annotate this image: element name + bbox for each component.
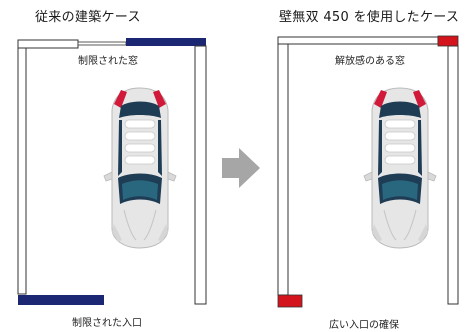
arrow-right-icon: [222, 148, 260, 188]
car-icon: [363, 87, 437, 249]
restricted-window: [126, 38, 206, 46]
left-panel-title: 従来の建築ケース: [35, 10, 141, 25]
right-panel-title: 壁無双 450 を使用したケース: [279, 10, 460, 25]
conventional-floor-plan: [17, 38, 207, 305]
wide-entrance-label: 広い入口の確保: [329, 320, 399, 331]
restricted-entrance: [18, 295, 104, 305]
restricted-window-label: 制限された窓: [78, 56, 138, 67]
open-window-corner: [437, 35, 459, 47]
car-icon: [103, 87, 177, 249]
open-window-label: 解放感のある窓: [335, 56, 405, 67]
restricted-entrance-label: 制限された入口: [72, 318, 142, 329]
wide-entrance-corner: [277, 294, 303, 308]
product-floor-plan: [277, 35, 459, 308]
